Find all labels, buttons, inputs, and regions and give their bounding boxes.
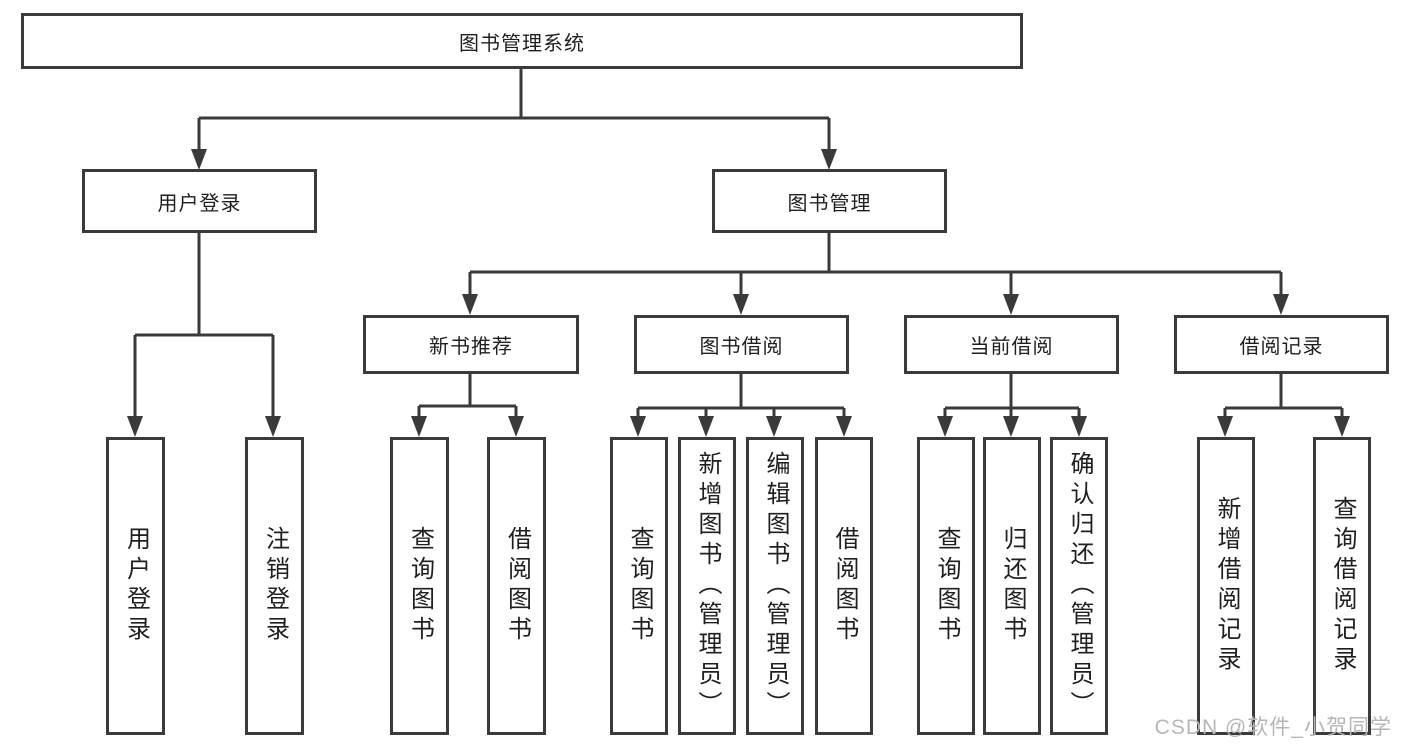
arrowhead-icon: [630, 416, 646, 437]
arrowhead-icon: [265, 416, 281, 437]
node-borrowing-records: 借阅记录: [1174, 315, 1389, 374]
arrowhead-icon: [127, 416, 143, 437]
arrowhead-icon: [821, 149, 837, 170]
node-book-borrowing: 图书借阅: [634, 315, 849, 374]
leaf-logout: 注销登录: [245, 437, 304, 735]
arrowhead-icon: [1071, 416, 1087, 437]
leaf-edit-books-admin: 编辑图书（管理员）: [746, 437, 804, 735]
arrowhead-icon: [1334, 416, 1350, 437]
arrowhead-icon: [733, 294, 749, 315]
leaf-recommend-borrow-books: 借阅图书: [487, 437, 546, 735]
leaf-recommend-query-books: 查询图书: [390, 437, 449, 735]
leaf-query-borrow-record: 查询借阅记录: [1313, 437, 1371, 735]
leaf-current-query-books: 查询图书: [917, 437, 975, 735]
arrowhead-icon: [1217, 416, 1233, 437]
arrowhead-icon: [1003, 416, 1019, 437]
arrowhead-icon: [766, 416, 782, 437]
leaf-add-books-admin: 新增图书（管理员）: [678, 437, 736, 735]
node-new-book-recommend: 新书推荐: [363, 315, 579, 374]
leaf-user-login: 用户登录: [106, 437, 165, 735]
leaf-borrow-books: 借阅图书: [815, 437, 873, 735]
csdn-watermark: CSDN @软件_小贺同学: [1154, 716, 1392, 739]
arrowhead-icon: [1003, 294, 1019, 315]
leaf-add-borrow-record: 新增借阅记录: [1197, 437, 1255, 735]
arrowhead-icon: [1273, 294, 1289, 315]
arrowhead-icon: [508, 416, 524, 437]
arrowhead-icon: [836, 416, 852, 437]
leaf-confirm-return-admin: 确认归还（管理员）: [1050, 437, 1108, 735]
node-current-borrowing: 当前借阅: [904, 315, 1119, 374]
node-user-login: 用户登录: [82, 169, 317, 233]
arrowhead-icon: [937, 416, 953, 437]
node-library-system: 图书管理系统: [21, 13, 1023, 69]
arrowhead-icon: [411, 416, 427, 437]
leaf-return-books: 归还图书: [983, 437, 1041, 735]
node-book-management: 图书管理: [712, 169, 947, 233]
arrowhead-icon: [462, 294, 478, 315]
arrowhead-icon: [191, 149, 207, 170]
arrowhead-icon: [698, 416, 714, 437]
leaf-borrow-query-books: 查询图书: [610, 437, 668, 735]
